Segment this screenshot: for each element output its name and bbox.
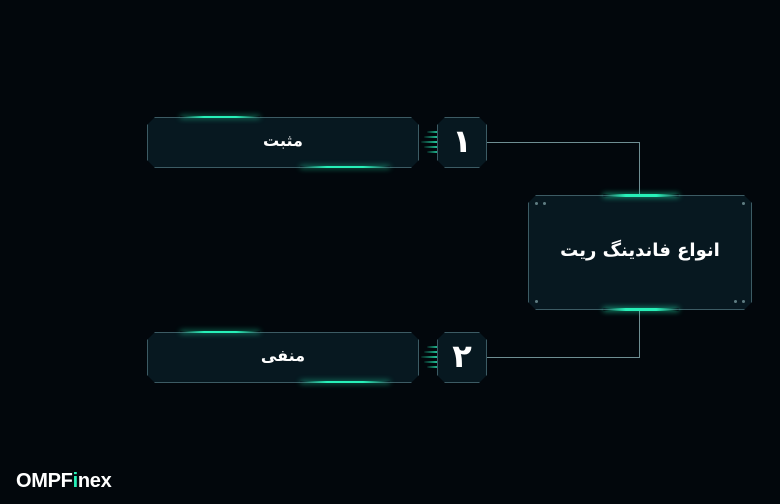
item-box-negative: منفی <box>147 332 419 383</box>
signal-comb-1 <box>421 130 441 156</box>
item-box-positive-glow-bottom <box>300 166 390 168</box>
item-label-negative: منفی <box>260 346 306 365</box>
brand-logo-suffix: nex <box>77 470 112 492</box>
item-box-positive-glow-top <box>180 116 260 118</box>
item-number-box-2: ۲ <box>437 332 487 383</box>
center-box: انواع فاندینگ ریت <box>528 195 752 310</box>
connector-bottom-vertical <box>639 310 640 358</box>
center-box-glow-top <box>603 194 679 197</box>
item-number-2: ۲ <box>452 337 472 375</box>
signal-comb-2 <box>421 345 441 371</box>
center-title: انواع فاندینگ ریت <box>560 240 720 261</box>
brand-logo-prefix: OMPF <box>16 470 73 492</box>
connector-top-horizontal <box>487 142 640 143</box>
item-number-box-1: ۱ <box>437 117 487 168</box>
corner-dot <box>742 202 745 205</box>
corner-dot <box>734 300 737 303</box>
item-box-positive: مثبت <box>147 117 419 168</box>
item-box-negative-glow-bottom <box>300 381 390 383</box>
corner-dot <box>543 202 546 205</box>
brand-logo-accent: i <box>72 470 79 492</box>
connector-bottom-horizontal <box>487 357 640 358</box>
connector-top-vertical <box>639 142 640 196</box>
corner-dot <box>742 300 745 303</box>
item-number-1: ۱ <box>452 122 472 160</box>
corner-dot <box>535 202 538 205</box>
brand-logo: OMPFinex <box>16 470 112 493</box>
center-box-glow-bottom <box>603 308 679 311</box>
corner-dot <box>535 300 538 303</box>
item-label-positive: مثبت <box>263 131 303 150</box>
item-box-negative-glow-top <box>180 331 260 333</box>
